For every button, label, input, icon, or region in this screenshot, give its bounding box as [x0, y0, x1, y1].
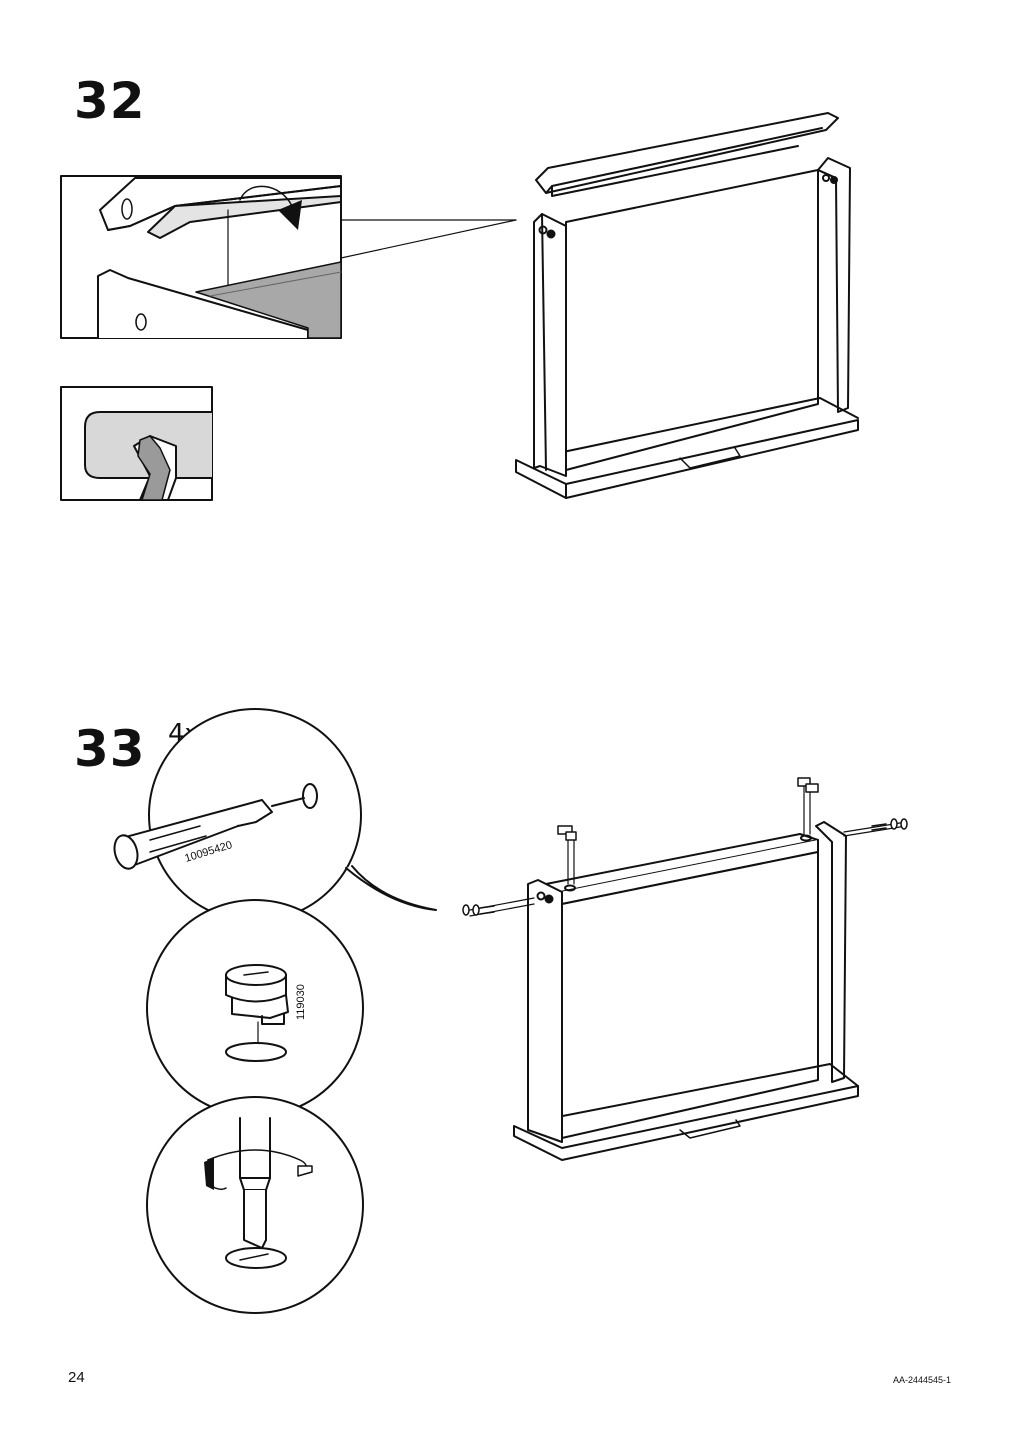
callout-cam-lock	[146, 899, 364, 1117]
page-number: 24	[68, 1369, 85, 1386]
detail-box-catch	[60, 386, 213, 501]
drawer-frame-step-33	[462, 777, 908, 1161]
rotate-arrow-icon	[204, 1149, 313, 1191]
cam-lock-part-code: 119030	[295, 984, 307, 1020]
callout-screwdriver	[113, 708, 437, 922]
cam-lock-icon	[225, 964, 289, 1025]
callout-tighten	[146, 1096, 364, 1314]
screwdriver-icon	[113, 783, 318, 870]
step-33-number: 33	[74, 720, 146, 778]
document-code: AA-2444545-1	[893, 1375, 952, 1385]
drawer-frame-step-32	[515, 112, 859, 499]
detail-box-rail	[60, 175, 517, 339]
step-32-number: 32	[74, 72, 146, 130]
screwdriver-bit-icon	[239, 1117, 271, 1249]
